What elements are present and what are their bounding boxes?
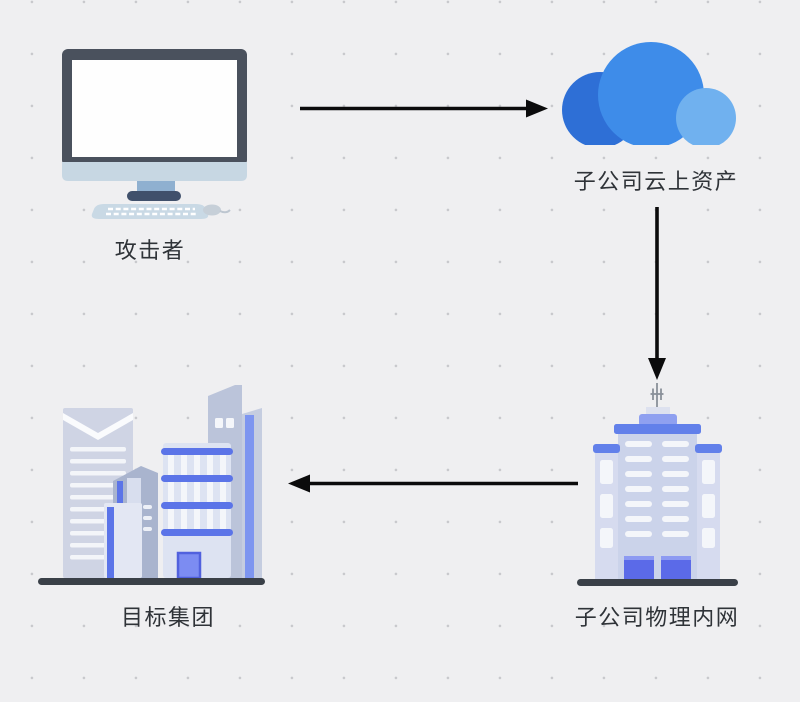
window-stripes	[625, 441, 689, 537]
target-group-label: 目标集团	[120, 605, 215, 630]
building-striped	[161, 443, 233, 580]
arrow-intranet-to-target	[288, 474, 578, 493]
roof-strip	[614, 424, 701, 434]
monitor-stand-neck	[137, 181, 175, 194]
cloud-icon	[562, 42, 736, 145]
subsidiary-cloud-label: 子公司云上资产	[573, 169, 739, 194]
ground-line	[577, 579, 738, 586]
keyboard-icon	[91, 204, 209, 219]
arrow-attacker-to-cloud	[300, 99, 548, 118]
office-building-icon	[577, 383, 738, 586]
desktop-computer-icon	[62, 49, 247, 219]
building-door	[176, 551, 202, 580]
cloud-right-lobe	[676, 88, 736, 145]
attacker-label: 攻击者	[114, 238, 186, 263]
arrow-cloud-to-intranet	[648, 207, 666, 380]
monitor-stand-base	[127, 191, 181, 201]
ground-line	[38, 578, 265, 585]
building-doors	[624, 556, 691, 580]
monitor-screen	[72, 60, 237, 157]
subsidiary-intranet-label: 子公司物理内网	[574, 605, 740, 630]
city-buildings-icon	[38, 385, 265, 585]
wing-windows	[600, 460, 715, 548]
monitor-chin	[62, 162, 247, 181]
building-front-tower	[104, 503, 142, 578]
mouse-icon	[203, 204, 231, 216]
